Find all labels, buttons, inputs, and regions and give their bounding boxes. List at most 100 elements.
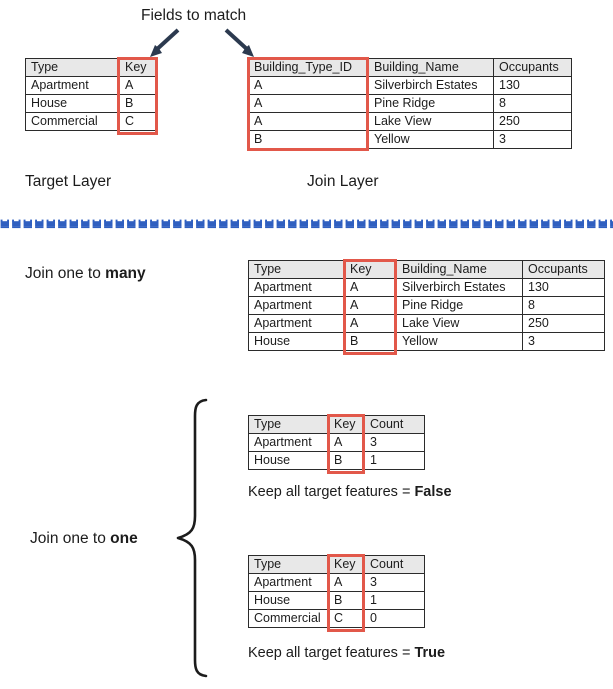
cell-type: Apartment [25, 76, 120, 95]
column-header-type: Type [248, 260, 345, 279]
cell-count: 1 [364, 451, 425, 470]
section-divider [0, 219, 613, 231]
cell-building-name: Silverbirch Estates [368, 76, 494, 95]
arrow-to-join-key-icon [224, 28, 254, 57]
table-row: B Yellow 3 [248, 130, 572, 149]
column-header-key: Key [344, 260, 397, 279]
column-header-occupants: Occupants [493, 58, 572, 77]
cell-building-type-id: A [248, 94, 369, 113]
cell-type: House [25, 94, 120, 113]
cell-occupants: 8 [493, 94, 572, 113]
cell-key: B [344, 332, 397, 351]
table-header-row: Type Key [25, 58, 158, 77]
join-one-to-many-bold: many [105, 265, 146, 282]
table-header-row: Type Key Count [248, 555, 425, 574]
table-row: A Pine Ridge 8 [248, 94, 572, 113]
column-header-key: Key [328, 555, 365, 574]
table-row: Apartment A 3 [248, 433, 425, 452]
cell-key: C [328, 609, 365, 628]
column-header-count: Count [364, 415, 425, 434]
join-one-to-one-bold: one [110, 530, 138, 547]
keep-all-true-bold: True [414, 645, 446, 661]
cell-building-name: Pine Ridge [368, 94, 494, 113]
cell-type: Apartment [248, 433, 329, 452]
cell-type: Commercial [248, 609, 329, 628]
one-to-one-false-table: Type Key Count Apartment A 3 House B 1 [248, 415, 425, 470]
table-header-row: Building_Type_ID Building_Name Occupants [248, 58, 572, 77]
cell-key: A [344, 314, 397, 333]
column-header-building-type-id: Building_Type_ID [248, 58, 369, 77]
cell-occupants: 250 [493, 112, 572, 131]
keep-all-true-label: Keep all target features = True [248, 646, 445, 661]
join-one-to-many-label: Join one to many [25, 266, 146, 282]
column-header-type: Type [25, 58, 120, 77]
table-row: House B Yellow 3 [248, 332, 605, 351]
cell-building-name: Yellow [396, 332, 523, 351]
cell-count: 1 [364, 591, 425, 610]
join-layer-table: Building_Type_ID Building_Name Occupants… [248, 58, 572, 149]
cell-key: A [328, 573, 365, 592]
cell-type: House [248, 451, 329, 470]
cell-building-type-id: A [248, 112, 369, 131]
join-one-to-many-prefix: Join one to [25, 265, 106, 282]
table-row: Apartment A Lake View 250 [248, 314, 605, 333]
column-header-key: Key [328, 415, 365, 434]
table-row: Apartment A 3 [248, 573, 425, 592]
target-layer-label: Target Layer [25, 173, 112, 190]
cell-occupants: 130 [493, 76, 572, 95]
table-header-row: Type Key Building_Name Occupants [248, 260, 605, 279]
cell-key: B [119, 94, 158, 113]
cell-building-name: Yellow [368, 130, 494, 149]
cell-building-type-id: B [248, 130, 369, 149]
column-header-occupants: Occupants [522, 260, 605, 279]
cell-count: 0 [364, 609, 425, 628]
table-row: House B 1 [248, 591, 425, 610]
join-one-to-one-prefix: Join one to [30, 530, 111, 547]
cell-type: Commercial [25, 112, 120, 131]
cell-key: B [328, 591, 365, 610]
cell-building-name: Silverbirch Estates [396, 278, 523, 297]
column-header-building-name: Building_Name [396, 260, 523, 279]
table-header-row: Type Key Count [248, 415, 425, 434]
table-row: Apartment A Silverbirch Estates 130 [248, 278, 605, 297]
cell-count: 3 [364, 433, 425, 452]
cell-building-name: Pine Ridge [396, 296, 523, 315]
cell-type: Apartment [248, 278, 345, 297]
column-header-type: Type [248, 555, 329, 574]
column-header-key: Key [119, 58, 158, 77]
table-row: A Silverbirch Estates 130 [248, 76, 572, 95]
cell-type: Apartment [248, 296, 345, 315]
table-row: Apartment A [25, 76, 158, 95]
cell-key: A [119, 76, 158, 95]
column-header-type: Type [248, 415, 329, 434]
keep-all-false-bold: False [414, 484, 452, 500]
join-layer-label: Join Layer [307, 173, 379, 190]
target-layer-table: Type Key Apartment A House B Commercial … [25, 58, 158, 131]
cell-count: 3 [364, 573, 425, 592]
cell-type: House [248, 332, 345, 351]
keep-all-false-prefix: Keep all target features = [248, 484, 415, 500]
cell-occupants: 8 [522, 296, 605, 315]
keep-all-true-prefix: Keep all target features = [248, 645, 415, 661]
cell-type: House [248, 591, 329, 610]
cell-building-type-id: A [248, 76, 369, 95]
table-row: Commercial C 0 [248, 609, 425, 628]
cell-building-name: Lake View [396, 314, 523, 333]
cell-key: A [344, 278, 397, 297]
cell-key: B [328, 451, 365, 470]
cell-occupants: 250 [522, 314, 605, 333]
cell-key: A [328, 433, 365, 452]
join-one-to-many-table: Type Key Building_Name Occupants Apartme… [248, 260, 605, 351]
cell-key: C [119, 112, 158, 131]
table-row: Commercial C [25, 112, 158, 131]
cell-building-name: Lake View [368, 112, 494, 131]
cell-type: Apartment [248, 573, 329, 592]
table-row: A Lake View 250 [248, 112, 572, 131]
one-to-one-true-table: Type Key Count Apartment A 3 House B 1 C… [248, 555, 425, 628]
join-one-to-one-label: Join one to one [30, 531, 138, 547]
fields-to-match-label: Fields to match [141, 7, 247, 24]
cell-key: A [344, 296, 397, 315]
join-one-to-one-brace [176, 398, 208, 678]
arrow-to-target-key-icon [150, 28, 180, 57]
